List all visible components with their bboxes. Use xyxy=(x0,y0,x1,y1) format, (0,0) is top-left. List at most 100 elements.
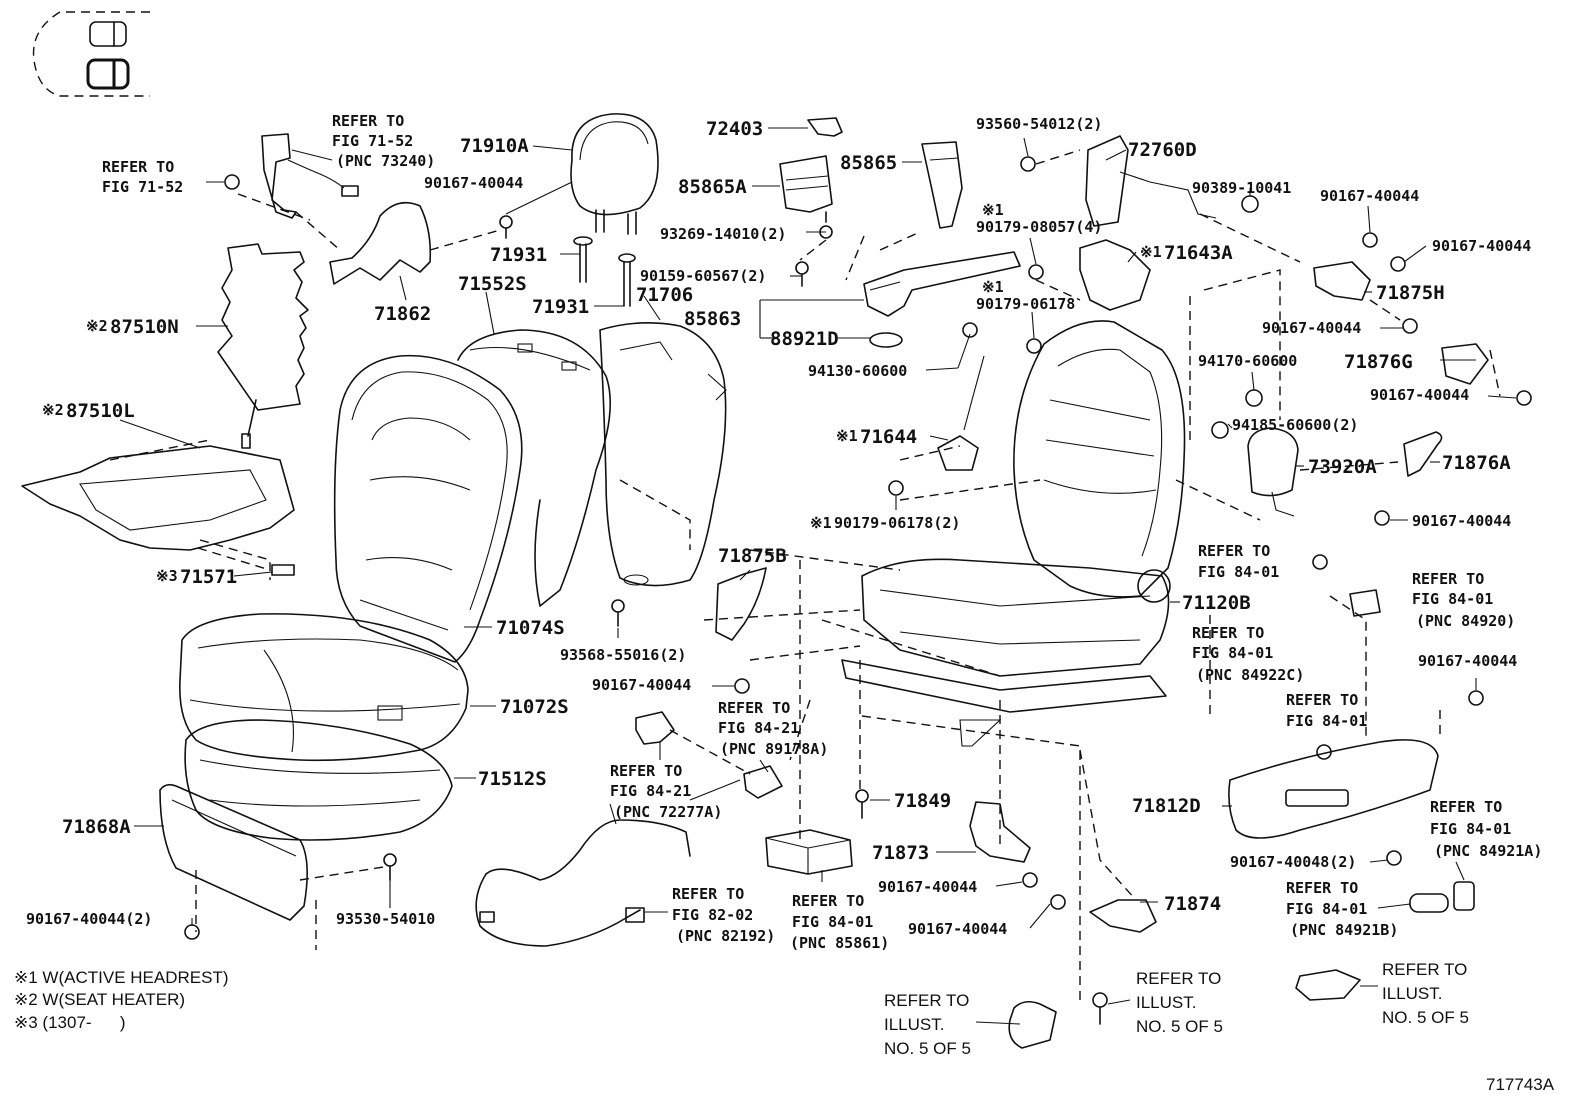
switch-unit-drawing xyxy=(1349,589,1381,617)
footnotes: ※1 W(ACTIVE HEADREST) ※2 W(SEAT HEATER) … xyxy=(14,968,228,1032)
svg-text:FIG 84-21: FIG 84-21 xyxy=(718,719,799,737)
nut-icon xyxy=(888,480,904,496)
label-90167-40044: 90167-40044 xyxy=(1320,187,1419,205)
figure-id: 717743A xyxy=(1486,1075,1555,1094)
svg-text:FIG 84-01: FIG 84-01 xyxy=(1430,820,1511,838)
mark-1: ※1 xyxy=(982,201,1004,219)
label-73920A: 73920A xyxy=(1308,456,1377,478)
svg-text:REFER TO: REFER TO xyxy=(672,885,744,903)
label-71120B: 71120B xyxy=(1182,592,1251,614)
svg-text:REFER TO: REFER TO xyxy=(1382,960,1467,979)
label-90389-10041: 90389-10041 xyxy=(1192,179,1291,197)
headrest-drawing xyxy=(570,113,659,235)
active-headrest-link-drawing xyxy=(863,251,1021,348)
label-72760D: 72760D xyxy=(1128,139,1197,161)
svg-text:REFER TO: REFER TO xyxy=(1412,570,1484,588)
switch-bezel-drawing xyxy=(1228,739,1439,839)
label-90179-08057: 90179-08057(4) xyxy=(976,218,1102,236)
label-90179-06178-2: 90179-06178(2) xyxy=(834,514,960,532)
svg-text:(PNC 84922C): (PNC 84922C) xyxy=(1196,666,1304,684)
svg-text:REFER TO: REFER TO xyxy=(1136,969,1221,988)
part-labels: 71910A 90167-40044 71931 71931 71706 715… xyxy=(26,115,1531,938)
label-90167-40044: 90167-40044 xyxy=(1370,386,1469,404)
bolt-icon xyxy=(1516,390,1532,406)
nut-icon xyxy=(962,322,978,338)
vehicle-locator-icon xyxy=(32,11,150,97)
label-87510N: 87510N xyxy=(110,316,179,338)
label-93568-55016: 93568-55016(2) xyxy=(560,646,686,664)
nut-icon xyxy=(1211,421,1229,439)
refer-callout-illust-5-a: REFER TO ILLUST. NO. 5 OF 5 xyxy=(884,991,971,1058)
label-71931: 71931 xyxy=(490,244,547,266)
bolt-icon xyxy=(1390,256,1406,272)
side-bracket-c-drawing xyxy=(1403,431,1443,477)
label-85865A: 85865A xyxy=(678,176,747,198)
seat-frame-drawing xyxy=(841,320,1186,747)
lumbar-wire-drawing xyxy=(937,355,985,471)
label-87510L: 87510L xyxy=(66,400,135,422)
bolt-icon xyxy=(1362,232,1378,248)
seatback-side-cover-drawing xyxy=(329,201,432,285)
mark-1: ※1 xyxy=(1140,243,1162,261)
svg-text:(PNC 84921B): (PNC 84921B) xyxy=(1290,921,1398,939)
label-85863: 85863 xyxy=(684,308,741,330)
label-90159-60567: 90159-60567(2) xyxy=(640,267,766,285)
svg-text:REFER TO: REFER TO xyxy=(718,699,790,717)
label-72403: 72403 xyxy=(706,118,763,140)
mark-2: ※2 xyxy=(42,401,64,419)
illust-part-a-drawing xyxy=(1008,1000,1057,1049)
label-71876A: 71876A xyxy=(1442,452,1511,474)
label-71873: 71873 xyxy=(872,842,929,864)
footnote-3: ※3 (1307- ) xyxy=(14,1013,126,1032)
bolt-icon xyxy=(1374,510,1390,526)
bolt-icon xyxy=(1312,554,1328,570)
svg-text:(PNC 82192): (PNC 82192) xyxy=(676,927,775,945)
label-94170-60600: 94170-60600 xyxy=(1198,352,1297,370)
label-88921D: 88921D xyxy=(770,328,839,350)
bolt-icon xyxy=(1020,156,1036,172)
svg-text:FIG 84-01: FIG 84-01 xyxy=(1286,900,1367,918)
mark-2: ※2 xyxy=(86,317,108,335)
svg-text:(PNC 85861): (PNC 85861) xyxy=(790,934,889,952)
label-71571: 71571 xyxy=(180,566,237,588)
bolt-icon xyxy=(224,174,240,190)
bolt-icon xyxy=(383,853,397,881)
label-93269-14010: 93269-14010(2) xyxy=(660,225,786,243)
bolt-icon xyxy=(819,211,833,239)
svg-text:REFER TO: REFER TO xyxy=(610,762,682,780)
label-90167-40044: 90167-40044 xyxy=(1418,652,1517,670)
refer-callout-fig-84-01: REFER TO FIG 84-01 xyxy=(1198,542,1279,581)
refer-callouts: REFER TO FIG 71-52 (PNC 73240) REFER TO … xyxy=(102,112,1542,1058)
headrest-support-drawing xyxy=(573,236,636,307)
refer-callout-fig-84-01-b: REFER TO FIG 84-01 xyxy=(1286,691,1367,730)
track-cover-b-drawing xyxy=(1089,899,1157,933)
label-90167-40044: 90167-40044 xyxy=(908,920,1007,938)
label-85865: 85865 xyxy=(840,152,897,174)
svg-text:REFER TO: REFER TO xyxy=(792,892,864,910)
svg-text:FIG 84-01: FIG 84-01 xyxy=(1412,590,1493,608)
refer-callout-fig-71-52: REFER TO FIG 71-52 xyxy=(102,158,183,196)
svg-text:REFER TO: REFER TO xyxy=(884,991,969,1010)
label-71849: 71849 xyxy=(894,790,951,812)
refer-callout-fig-84-01-pnc-84920: REFER TO FIG 84-01 (PNC 84920) xyxy=(1412,570,1515,630)
svg-text:REFER TO: REFER TO xyxy=(1192,624,1264,642)
nut-icon xyxy=(1028,264,1044,280)
svg-text:NO. 5 OF 5: NO. 5 OF 5 xyxy=(1382,1008,1469,1027)
seat-cushion-cover-drawing xyxy=(179,613,469,762)
refer-callout-fig-84-21-pnc-89178a: REFER TO FIG 84-21 (PNC 89178A) xyxy=(718,699,828,758)
label-71876G: 71876G xyxy=(1344,351,1413,373)
footnote-2: ※2 W(SEAT HEATER) xyxy=(14,990,185,1009)
mark-1: ※1 xyxy=(982,278,1004,296)
seatback-pad-drawing xyxy=(457,329,611,607)
label-94185-60600: 94185-60600(2) xyxy=(1232,416,1358,434)
refer-callout-illust-5-b: REFER TO ILLUST. NO. 5 OF 5 xyxy=(1136,969,1223,1036)
svg-text:(PNC 89178A): (PNC 89178A) xyxy=(720,740,828,758)
bolt-icon xyxy=(1022,872,1038,888)
svg-text:(PNC 73240): (PNC 73240) xyxy=(336,152,435,170)
svg-text:FIG 84-01: FIG 84-01 xyxy=(1198,563,1279,581)
bolt-icon xyxy=(499,215,513,239)
side-airbag-drawing xyxy=(1247,427,1299,517)
active-headrest-motor-drawing xyxy=(779,155,833,213)
label-90167-40044: 90167-40044 xyxy=(878,878,977,896)
label-71512S: 71512S xyxy=(478,768,547,790)
